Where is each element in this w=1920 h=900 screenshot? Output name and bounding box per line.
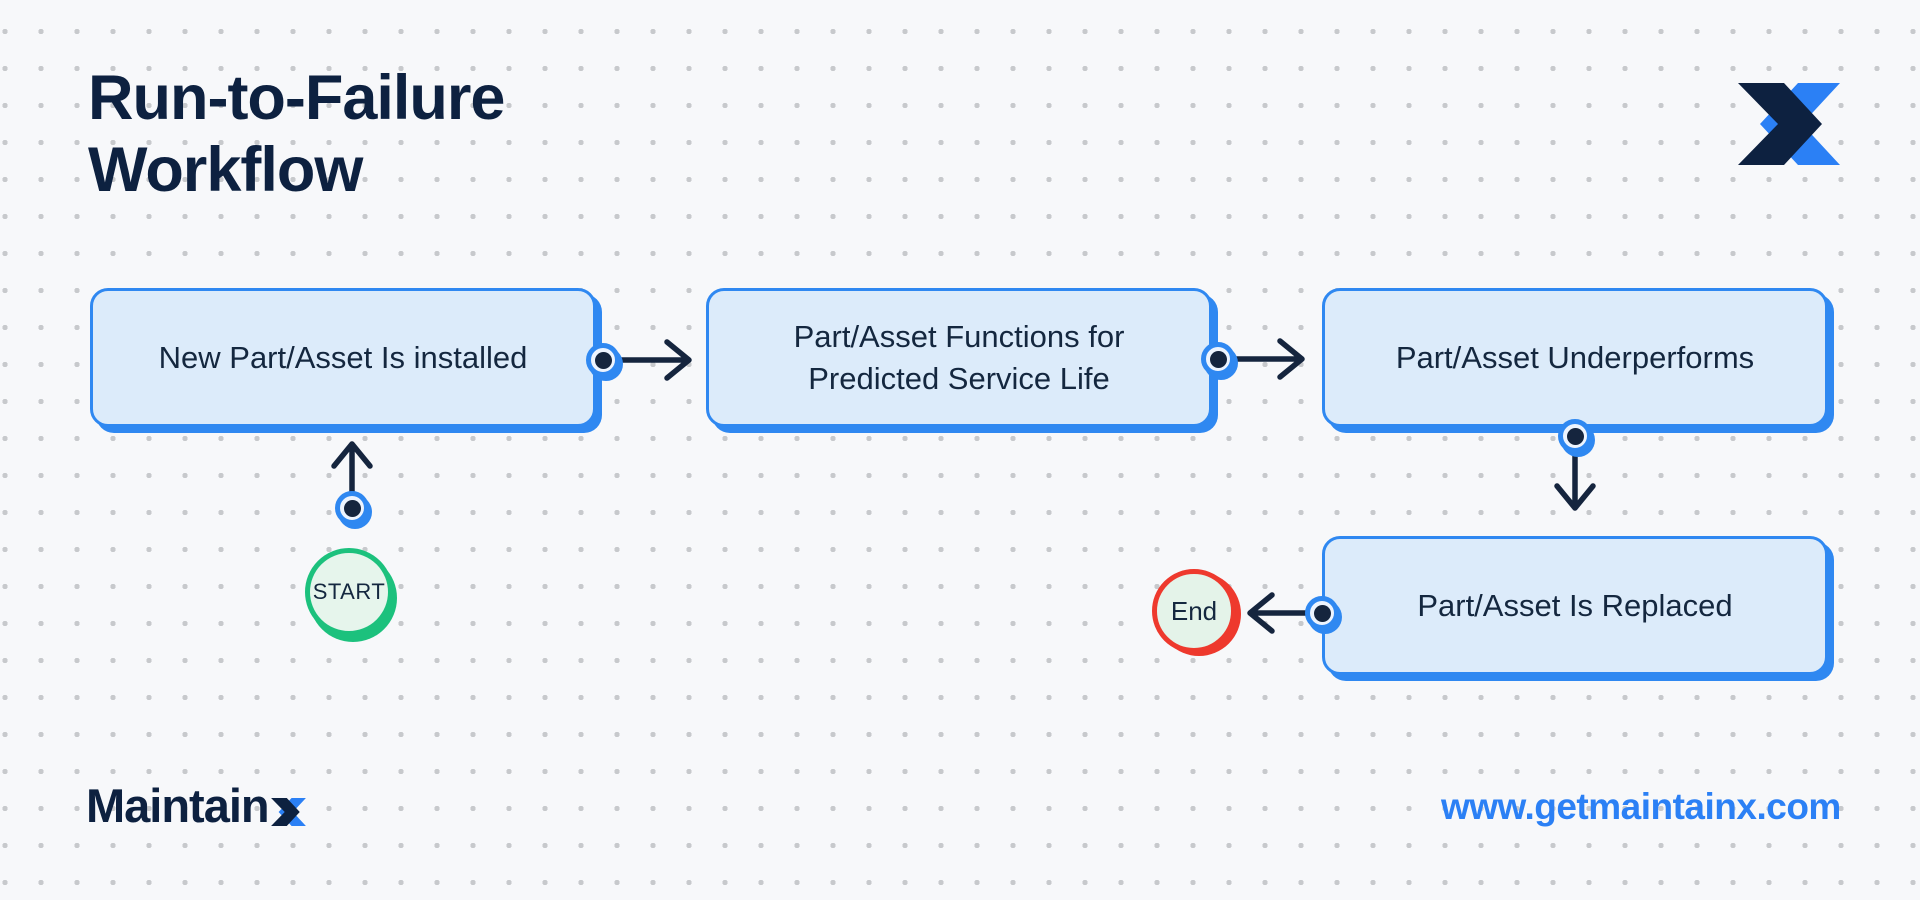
connector-node-icon [1305, 596, 1339, 630]
connector-node-icon [586, 343, 620, 377]
arrow-right-icon [604, 339, 692, 381]
start-node: START [305, 548, 393, 636]
connector-dot-icon [343, 499, 361, 517]
end-node-label: End [1170, 595, 1218, 626]
flow-step-functions-service-life: Part/Asset Functions for Predicted Servi… [706, 288, 1212, 427]
connector-node-icon [335, 491, 369, 525]
connector-dot-icon [1313, 604, 1331, 622]
flow-step-label: Part/Asset Is Replaced [1417, 587, 1733, 623]
connector-node-icon [1558, 419, 1592, 453]
connector-dot-icon [594, 351, 612, 369]
connector-dot-icon [1566, 427, 1584, 445]
connector-node-icon [1201, 342, 1235, 376]
page-title: Run-to-Failure Workflow [88, 62, 505, 207]
flow-step-label: Part/Asset Functions for Predicted Servi… [793, 318, 1125, 396]
maintainx-logo-icon [1738, 83, 1840, 165]
website-link[interactable]: www.getmaintainx.com [1441, 786, 1841, 827]
connector-dot-icon [1209, 350, 1227, 368]
flow-step-label: Part/Asset Underperforms [1395, 339, 1755, 375]
start-node-label: START [312, 579, 386, 604]
end-node: End [1152, 569, 1236, 653]
flow-step-label: New Part/Asset Is installed [158, 339, 528, 375]
page-title-line-2: Workflow [88, 135, 363, 206]
maintainx-wordmark-text: Maintain [86, 779, 270, 832]
flow-step-is-replaced: Part/Asset Is Replaced [1322, 536, 1828, 675]
page-title-line-1: Run-to-Failure [88, 63, 505, 133]
maintainx-wordmark-x-icon [270, 798, 306, 826]
flow-step-underperforms: Part/Asset Underperforms [1322, 288, 1828, 427]
maintainx-wordmark: Maintain [86, 782, 307, 829]
flow-step-new-part-installed: New Part/Asset Is installed [90, 288, 596, 427]
